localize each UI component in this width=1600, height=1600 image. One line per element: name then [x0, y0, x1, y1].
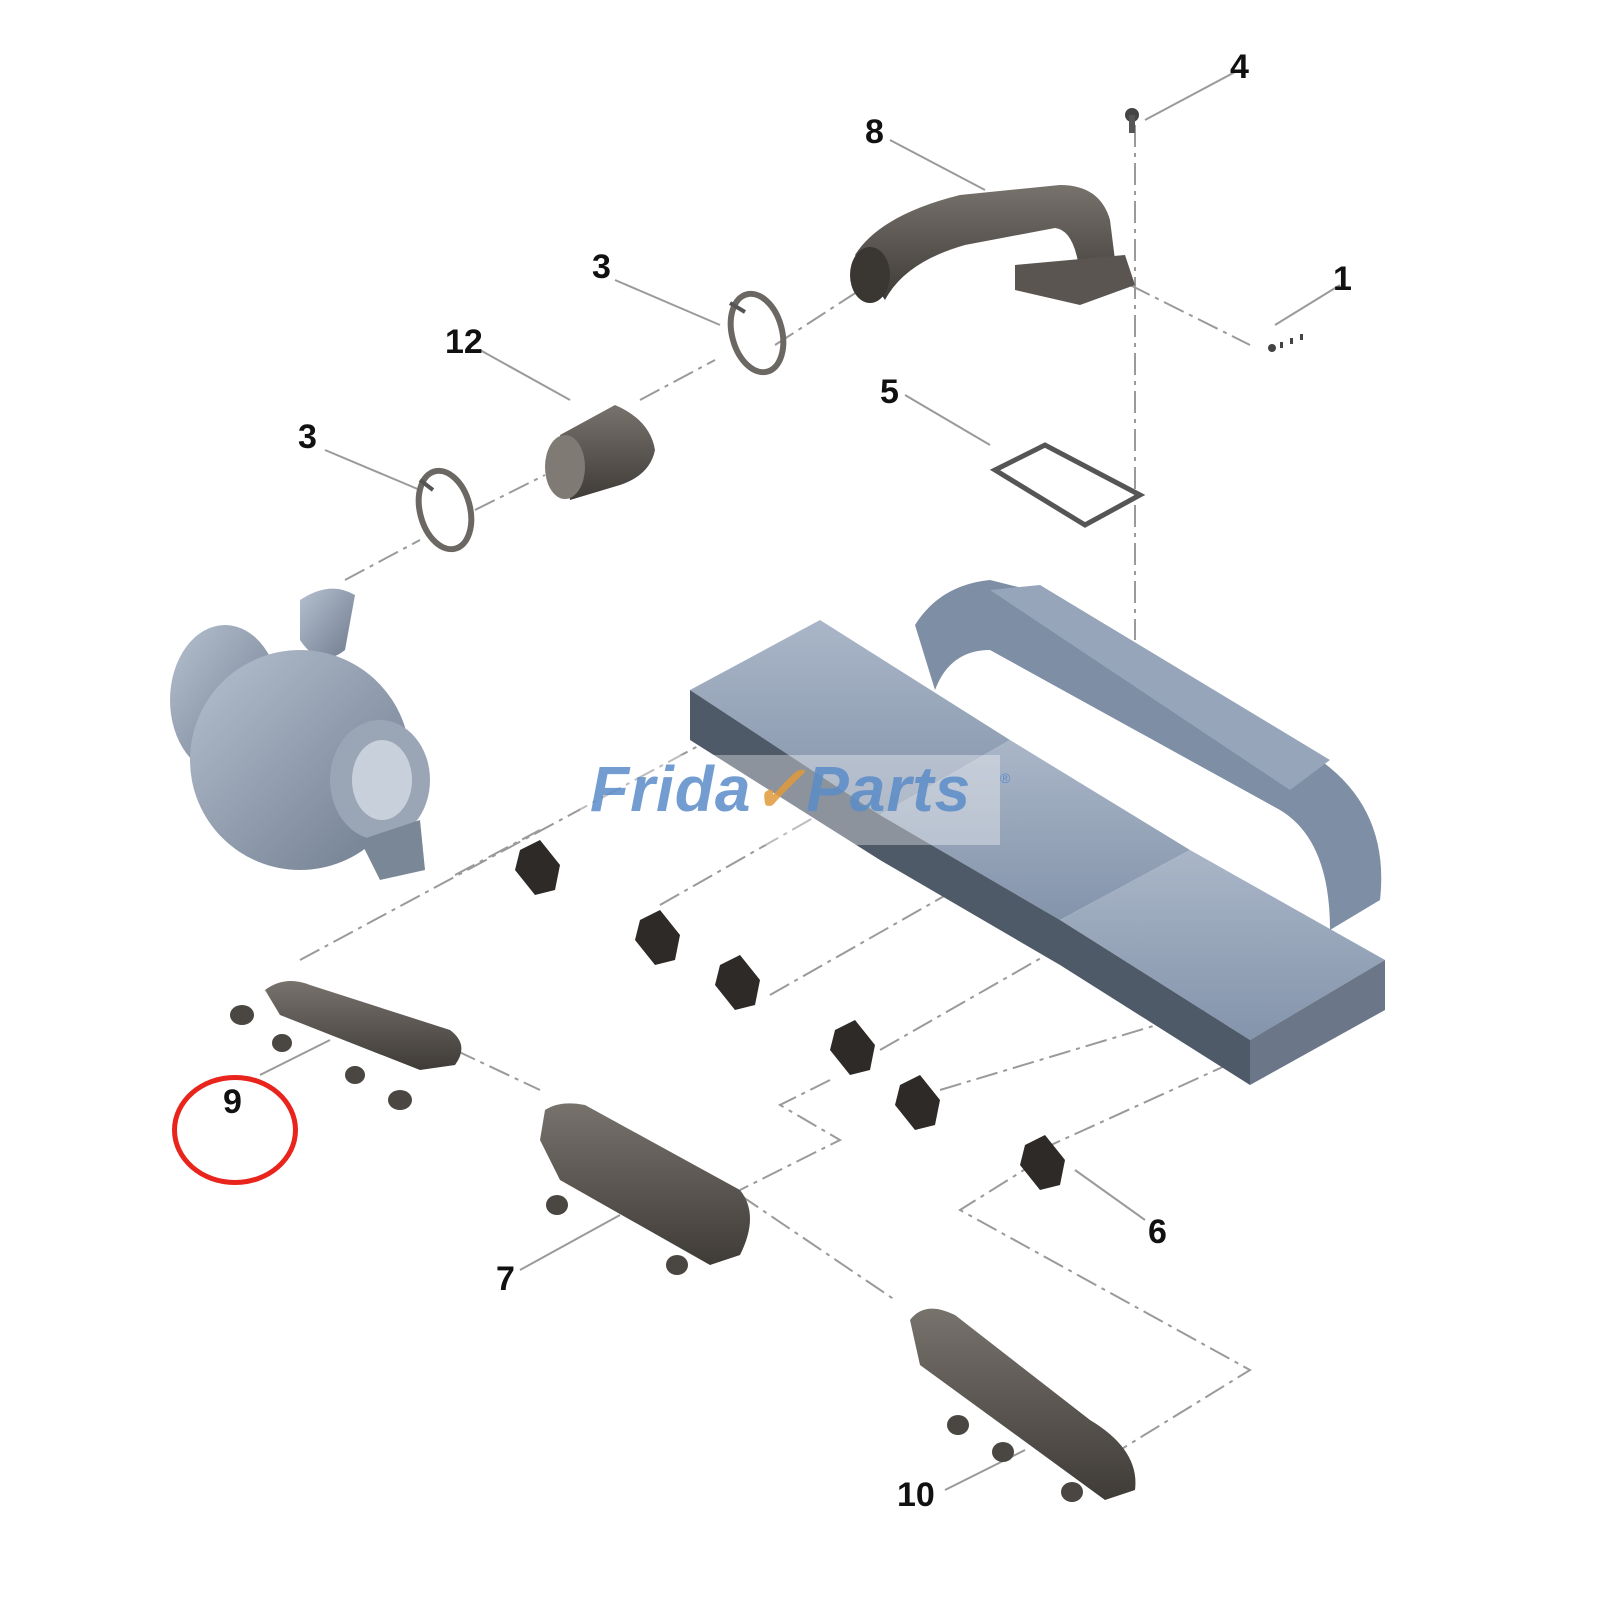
highlight-circle	[172, 1075, 298, 1185]
assembly-lines	[259, 71, 1341, 1491]
callout-12[interactable]: 12	[445, 323, 483, 361]
part-3-clamp-lower[interactable]	[410, 465, 479, 555]
part-8-elbow-pipe[interactable]	[850, 185, 1135, 305]
watermark-text-a: Frida	[590, 753, 752, 825]
callout-6[interactable]: 6	[1148, 1213, 1167, 1251]
callout-1[interactable]: 1	[1333, 260, 1352, 298]
part-4-bolt[interactable]	[1125, 108, 1139, 133]
callout-3-lower[interactable]: 3	[298, 418, 317, 456]
registered-mark: ®	[1000, 770, 1011, 786]
cylinder-head-assembly[interactable]	[690, 580, 1385, 1085]
callout-8[interactable]: 8	[865, 113, 884, 151]
watermark-band	[580, 755, 1000, 845]
turbocharger[interactable]	[170, 588, 430, 880]
watermark-text-b: Parts	[806, 753, 972, 825]
watermark-logo: Frida✓Parts	[590, 752, 971, 827]
part-5-gasket[interactable]	[989, 442, 1146, 528]
part-9-manifold-front[interactable]	[230, 981, 462, 1110]
part-7-manifold-center[interactable]	[540, 1103, 750, 1275]
callout-4[interactable]: 4	[1230, 48, 1249, 86]
part-1-bolts[interactable]	[1268, 334, 1303, 352]
callout-5[interactable]: 5	[880, 373, 899, 411]
callout-7[interactable]: 7	[496, 1260, 515, 1298]
watermark-check-icon: ✓	[751, 753, 807, 825]
callout-10[interactable]: 10	[897, 1476, 935, 1514]
callout-3-upper[interactable]: 3	[592, 248, 611, 286]
part-12-sleeve[interactable]	[545, 405, 655, 500]
part-6-gaskets[interactable]	[515, 840, 1065, 1190]
part-3-clamp-upper[interactable]	[722, 288, 791, 378]
part-10-manifold-rear[interactable]	[910, 1308, 1136, 1502]
